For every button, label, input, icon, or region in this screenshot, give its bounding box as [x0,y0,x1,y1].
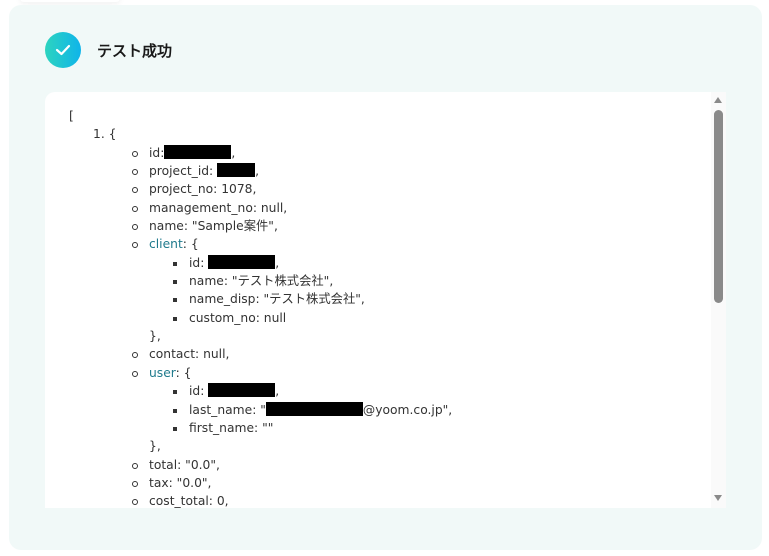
json-line: tax: "0.0", [45,474,452,492]
redacted-block [217,163,256,178]
json-line: }, [149,439,161,454]
json-line: client: { [45,235,452,253]
client-key[interactable]: client [149,237,183,252]
json-line: project_no: 1078, [45,180,452,198]
json-line: name: "Sample案件", [45,217,452,235]
result-title: テスト成功 [97,42,173,60]
json-line: id:, [45,144,452,162]
json-line: last_name: "@yoom.co.jp", [45,401,452,419]
json-line: user: { [45,364,452,382]
json-line: total: "0.0", [45,456,452,474]
json-line: first_name: "" [45,419,452,437]
json-line: cost_total: 0, [45,492,452,508]
json-line: }, [149,329,161,344]
redacted-block [208,254,276,269]
json-line: id: , [45,254,452,272]
redacted-block [164,144,232,159]
json-line: custom_no: null [45,309,452,327]
json-line: name_disp: "テスト株式会社", [45,290,452,308]
previous-card-edge [20,0,120,2]
scroll-down-arrow-icon[interactable] [714,495,722,501]
json-line: project_id: , [45,162,452,180]
check-circle-icon [45,32,81,68]
redacted-block [265,401,363,416]
json-line: name: "テスト株式会社", [45,272,452,290]
json-output-panel: [ 1. { id:, project_id: , project_no: 10… [45,92,726,508]
scrollbar-thumb[interactable] [714,110,723,303]
json-line: 1. { [93,127,117,142]
redacted-block [208,383,276,398]
json-line: contact: null, [45,345,452,363]
json-line: management_no: null, [45,199,452,217]
user-key[interactable]: user [149,365,176,380]
json-line: id: , [45,382,452,400]
json-line: [ [69,109,74,123]
vertical-scrollbar[interactable] [711,92,726,508]
scroll-up-arrow-icon[interactable] [714,97,722,103]
